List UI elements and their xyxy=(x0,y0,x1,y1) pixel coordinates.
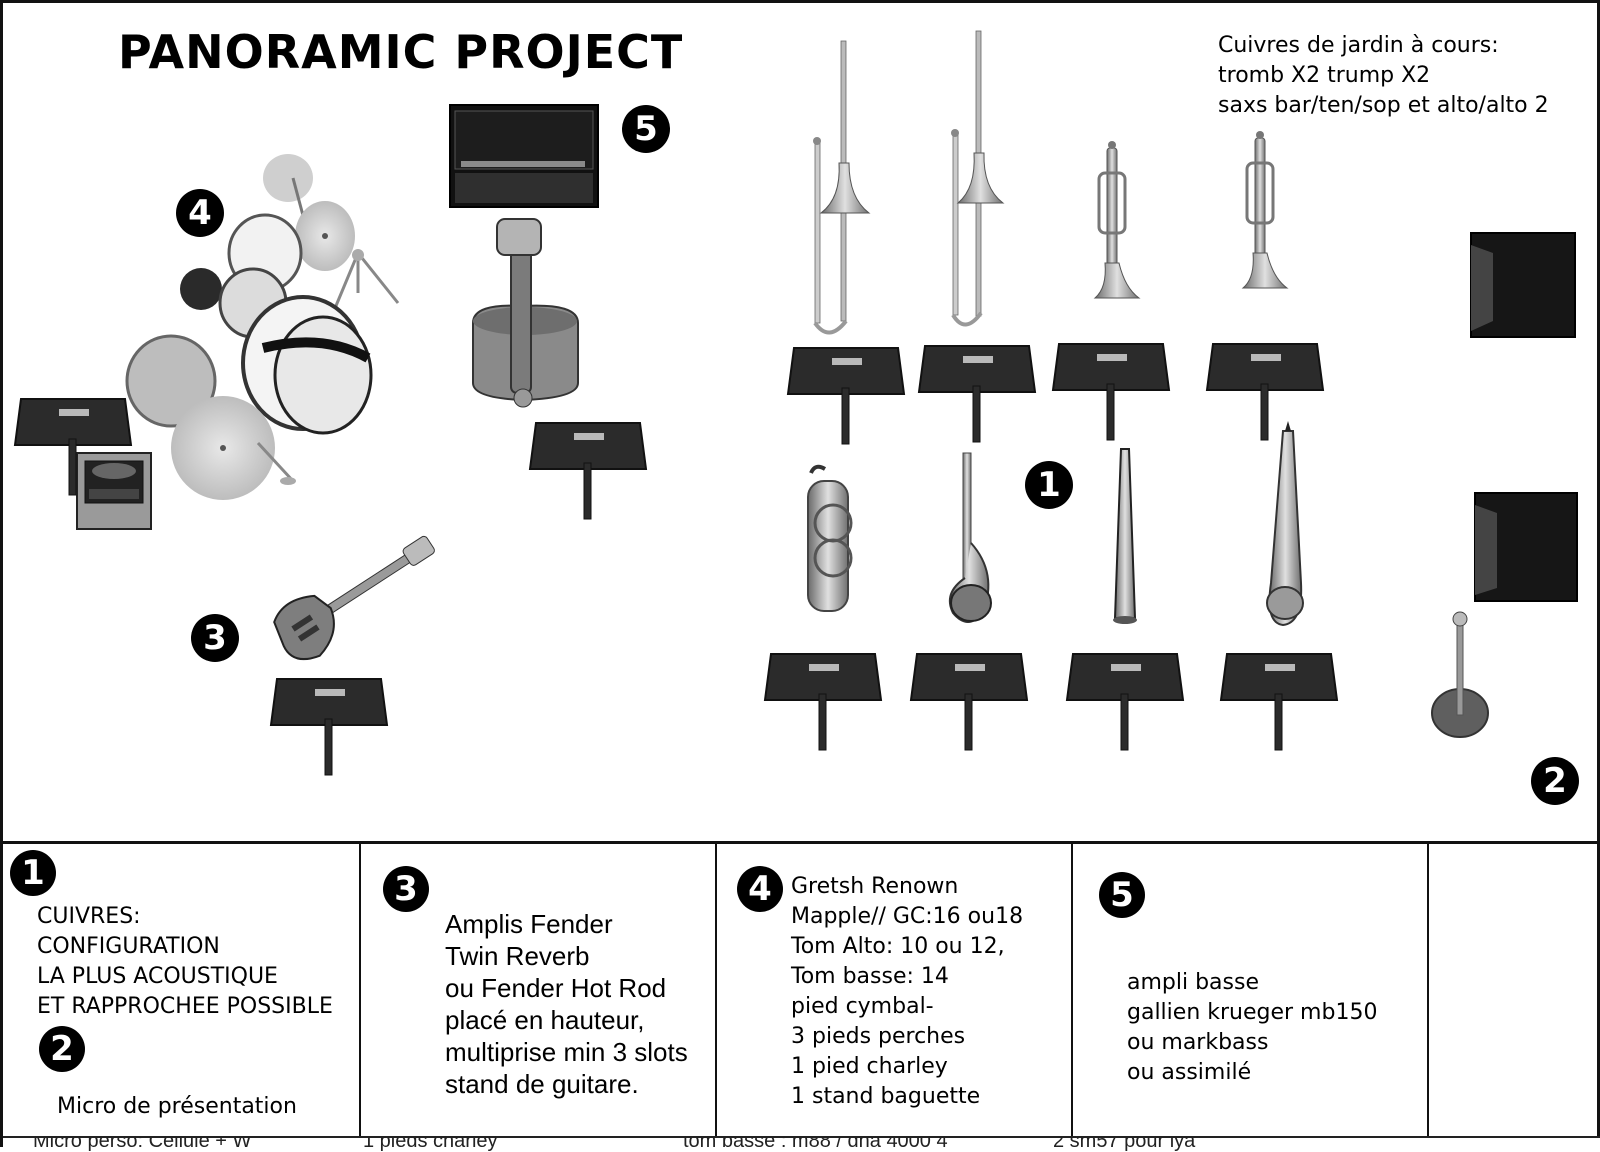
legend-cell-3: 3 Amplis Fender Twin Reverb ou Fender Ho… xyxy=(361,844,717,1139)
legend-drums-text: Gretsh Renown Mapple// GC:16 ou18 Tom Al… xyxy=(791,872,1023,1112)
legend-line: stand de guitare. xyxy=(445,1069,639,1099)
legend-table: 1 CUIVRES: CONFIGURATION LA PLUS ACOUSTI… xyxy=(3,841,1600,1139)
drum-kit xyxy=(125,154,400,500)
legend-marker-1: 1 xyxy=(10,850,56,896)
cut-off-text: 2 sm57 pour lya xyxy=(1053,1136,1196,1152)
marker-3: 3 xyxy=(191,614,239,662)
cut-off-text: 1 pieds charley xyxy=(363,1136,498,1152)
legend-cell-empty xyxy=(1429,844,1600,1139)
alto-sax-stand xyxy=(1220,653,1338,751)
legend-line: Tom basse: 14 xyxy=(791,964,949,989)
legend-line: CUIVRES: xyxy=(37,904,141,929)
brass-note-line: saxs bar/ten/sop et alto/alto 2 xyxy=(1218,93,1549,118)
legend-marker-3: 3 xyxy=(383,866,429,912)
cut-off-text: Micro perso: Cellule + W xyxy=(33,1136,252,1152)
legend-guitar-text: Amplis Fender Twin Reverb ou Fender Hot … xyxy=(445,908,688,1100)
legend-line: placé en hauteur, xyxy=(445,1005,645,1035)
legend-marker-2: 2 xyxy=(39,1026,85,1072)
stage-drawing xyxy=(14,30,1578,776)
legend-line: Twin Reverb xyxy=(445,941,590,971)
legend-bass-text: ampli basse gallien krueger mb150 ou mar… xyxy=(1127,968,1377,1088)
trumpet-2 xyxy=(1241,131,1289,289)
legend-marker-4: 4 xyxy=(737,866,783,912)
tenor-sax xyxy=(949,452,992,623)
trombone-2-stand xyxy=(918,345,1036,443)
brass-note-line: tromb X2 trump X2 xyxy=(1218,63,1431,88)
legend-line: Tom Alto: 10 ou 12, xyxy=(791,934,1005,959)
legend-marker-5: 5 xyxy=(1099,872,1145,918)
legend-cuivres-text: CUIVRES: CONFIGURATION LA PLUS ACOUSTIQU… xyxy=(37,902,333,1022)
soprano-sax xyxy=(1113,448,1137,624)
speaker-upper xyxy=(1470,232,1576,338)
marker-2: 2 xyxy=(1531,757,1579,805)
bass-stand xyxy=(529,422,647,520)
brass-note: Cuivres de jardin à cours: tromb X2 trum… xyxy=(1218,31,1549,121)
bari-sax-stand xyxy=(764,653,882,751)
trombone-2 xyxy=(951,30,1005,327)
legend-line: 1 pied charley xyxy=(791,1054,948,1079)
crash-cymbal-1 xyxy=(263,154,313,202)
marker-5: 5 xyxy=(622,105,670,153)
trumpet-1 xyxy=(1093,141,1141,299)
legend-line: ou markbass xyxy=(1127,1030,1269,1055)
soprano-sax-stand xyxy=(1066,653,1184,751)
guitar-stand xyxy=(270,678,388,776)
legend-line: ou assimilé xyxy=(1127,1060,1252,1085)
legend-line: 3 pieds perches xyxy=(791,1024,966,1049)
tom-2 xyxy=(125,334,217,428)
tenor-sax-stand xyxy=(910,653,1028,751)
marker-4: 4 xyxy=(176,189,224,237)
marker-1: 1 xyxy=(1025,461,1073,509)
alto-sax xyxy=(1266,421,1304,627)
hi-hat-stand xyxy=(331,249,400,314)
legend-line: multiprise min 3 slots xyxy=(445,1037,688,1067)
legend-line: ampli basse xyxy=(1127,970,1259,995)
legend-line: LA PLUS ACOUSTIQUE xyxy=(37,964,278,989)
bass-amp xyxy=(449,104,599,208)
small-tom xyxy=(180,268,222,310)
legend-line: ou Fender Hot Rod xyxy=(445,973,667,1003)
drum-monitor xyxy=(76,452,152,530)
legend-line: ET RAPPROCHEE POSSIBLE xyxy=(37,994,333,1019)
trumpet-2-stand xyxy=(1206,343,1324,441)
legend-cell-5: 5 ampli basse gallien krueger mb150 ou m… xyxy=(1073,844,1429,1139)
cut-off-row: Micro perso: Cellule + W 1 pieds charley… xyxy=(3,1136,1600,1152)
brass-note-line: Cuivres de jardin à cours: xyxy=(1218,33,1499,58)
bass-player xyxy=(472,218,579,408)
legend-line: 1 stand baguette xyxy=(791,1084,981,1109)
cut-off-text: tom basse : m88 / dna 4000 4 xyxy=(683,1136,948,1152)
speaker-lower xyxy=(1474,492,1578,602)
legend-line: CONFIGURATION xyxy=(37,934,220,959)
legend-micro-text: Micro de présentation xyxy=(57,1094,297,1119)
page-title: PANORAMIC PROJECT xyxy=(118,25,684,79)
baritone-sax xyxy=(807,464,853,612)
trumpet-1-stand xyxy=(1052,343,1170,441)
legend-line: gallien krueger mb150 xyxy=(1127,1000,1378,1025)
legend-line: Gretsh Renown xyxy=(791,874,959,899)
legend-line: Mapple// GC:16 ou18 xyxy=(791,904,1024,929)
legend-line: Amplis Fender xyxy=(445,909,613,939)
legend-cell-1: 1 CUIVRES: CONFIGURATION LA PLUS ACOUSTI… xyxy=(3,844,361,1139)
trombone-1 xyxy=(813,40,871,335)
legend-line: pied cymbal- xyxy=(791,994,934,1019)
legend-cell-4: 4 Gretsh Renown Mapple// GC:16 ou18 Tom … xyxy=(717,844,1073,1139)
electric-guitar xyxy=(273,535,435,661)
trombone-1-stand xyxy=(787,347,905,445)
presentation-mic xyxy=(1431,611,1489,738)
